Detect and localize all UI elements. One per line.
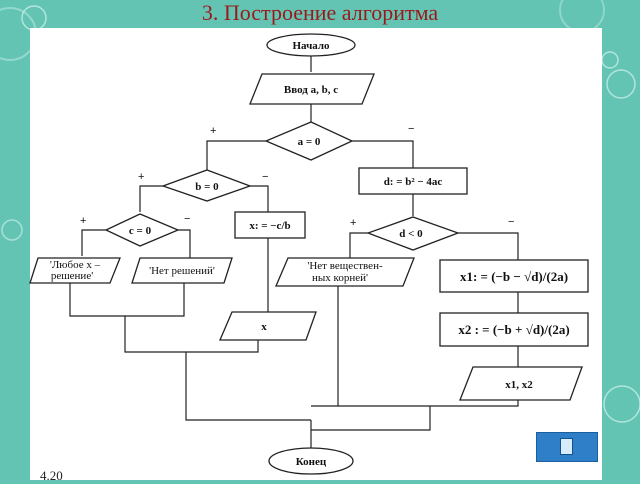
decision-b-zero xyxy=(161,169,252,202)
branch-sign-d-no: − xyxy=(508,216,514,228)
linear-solution-label: x: = −c/b xyxy=(249,220,290,232)
decision-a-label: a = 0 xyxy=(298,136,321,148)
decision-c-label: c = 0 xyxy=(129,225,152,237)
end-label: Конец xyxy=(296,456,327,468)
branch-sign-d-yes: + xyxy=(350,217,356,229)
branch-sign-b-no: − xyxy=(262,171,268,183)
decision-a-zero xyxy=(264,121,354,161)
end-terminal xyxy=(268,447,354,475)
any-x-label-line1: 'Любое x – xyxy=(50,259,101,271)
x1-formula-label: x1: = (−b − √d)/(2a) xyxy=(460,269,568,284)
document-icon xyxy=(560,438,573,455)
linear-solution-block xyxy=(234,211,306,239)
discriminant-label: d: = b² − 4ac xyxy=(384,176,443,188)
decision-d-negative xyxy=(366,216,460,251)
output-x1-x2-label: x1, x2 xyxy=(505,379,533,391)
decision-d-label: d < 0 xyxy=(399,228,423,240)
input-label: Ввод a, b, c xyxy=(284,84,338,96)
no-real-roots-line1: 'Нет веществен- xyxy=(307,260,383,272)
x2-formula-label: x2 : = (−b + √d)/(2a) xyxy=(458,322,569,337)
figure-number: 4.20 xyxy=(40,468,63,483)
output-x-label: x xyxy=(261,321,267,333)
any-x-label-line2: решение' xyxy=(51,270,93,282)
branch-sign-a-yes: + xyxy=(210,125,216,137)
output-no-solutions xyxy=(131,257,233,284)
output-x1-x2 xyxy=(459,366,583,401)
start-label: Начало xyxy=(292,40,330,52)
output-no-real-roots xyxy=(275,257,415,287)
connectors xyxy=(69,56,519,448)
start-terminal xyxy=(266,33,356,57)
discriminant-block xyxy=(358,167,468,195)
branch-sign-c-yes: + xyxy=(80,215,86,227)
decision-c-zero xyxy=(104,213,180,247)
input-block xyxy=(249,73,375,105)
x1-formula-block xyxy=(439,259,589,293)
x2-formula-block xyxy=(439,312,589,347)
branch-sign-c-no: − xyxy=(184,213,190,225)
branch-sign-a-no: − xyxy=(408,123,414,135)
no-real-roots-line2: ных корней' xyxy=(312,272,368,284)
slide-title: 3. Построение алгоритма xyxy=(201,0,439,25)
output-any-x xyxy=(29,257,121,284)
branch-sign-b-yes: + xyxy=(138,171,144,183)
decision-b-label: b = 0 xyxy=(195,181,219,193)
output-x xyxy=(219,311,317,341)
no-solutions-label: 'Нет решений' xyxy=(149,265,215,277)
